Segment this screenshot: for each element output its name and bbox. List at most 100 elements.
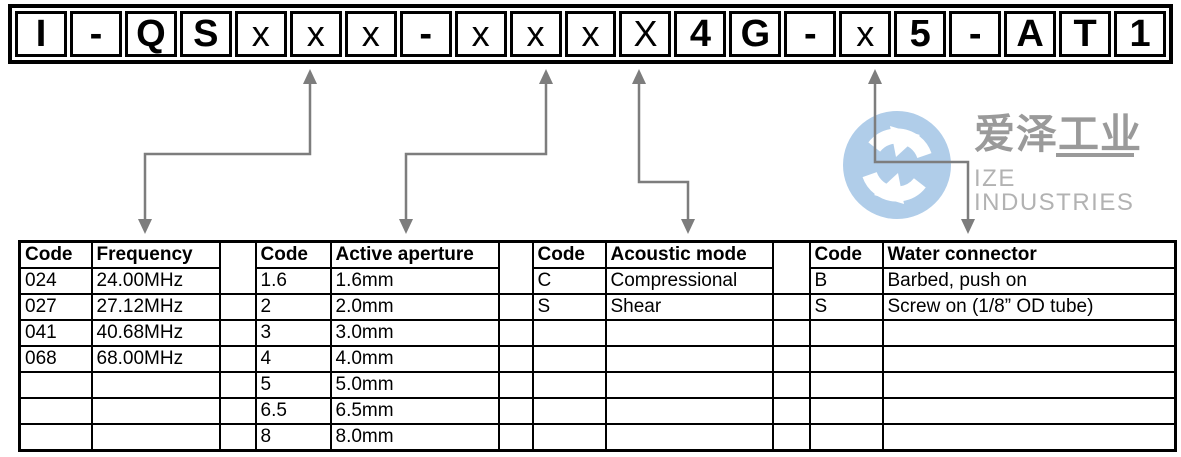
spacer-cell xyxy=(218,293,257,321)
cell: 5 xyxy=(254,371,332,399)
cell xyxy=(808,423,884,452)
spacer-cell xyxy=(218,371,257,399)
spacer-cell xyxy=(771,397,811,425)
part-code-char-cell: T xyxy=(1059,11,1112,57)
part-code-char-cell: 5 xyxy=(894,11,947,57)
cell: 8 xyxy=(254,423,332,452)
part-code-char-cell: - xyxy=(949,11,1002,57)
arrowhead-down-icon xyxy=(138,219,152,234)
cell: 6.5 xyxy=(254,397,332,425)
cell: Compressional xyxy=(604,267,774,295)
cell xyxy=(18,423,93,452)
cell: 8.0mm xyxy=(329,423,500,452)
brand-name-en: IZE INDUSTRIES xyxy=(974,165,1135,216)
column-header-acoustic-mode: Acoustic mode xyxy=(604,240,774,269)
spacer-cell xyxy=(771,423,811,452)
cell xyxy=(604,319,774,347)
part-code-char-cell: - xyxy=(784,11,837,57)
spacer-cell xyxy=(771,319,811,347)
arrowhead-up-icon xyxy=(539,69,553,84)
cell: 041 xyxy=(18,319,93,347)
part-code-char-cell: - xyxy=(69,11,122,57)
table-row: 024 24.00MHz 1.6 1.6mm C Compressional B… xyxy=(18,267,1177,295)
arrowhead-up-icon xyxy=(868,69,882,84)
column-header-frequency: Frequency xyxy=(90,240,221,269)
cell: 4.0mm xyxy=(329,345,500,373)
part-code-char-cell: x xyxy=(839,11,892,57)
spacer-cell xyxy=(497,371,534,399)
cell: B xyxy=(808,267,884,295)
part-code-char-cell: 1 xyxy=(1114,11,1167,57)
spacer-cell xyxy=(497,423,534,452)
cell xyxy=(808,319,884,347)
table-row: 5 5.0mm xyxy=(18,371,1177,399)
brand-underline xyxy=(1056,153,1134,157)
spacer-cell xyxy=(218,345,257,373)
part-code-char-cell: S xyxy=(179,11,232,57)
cell xyxy=(808,397,884,425)
connector-arrow-active-aperture xyxy=(404,82,548,222)
arrowhead-down-icon xyxy=(399,219,413,234)
cell: 2.0mm xyxy=(329,293,500,321)
spacer-cell xyxy=(218,240,257,268)
cell: 068 xyxy=(18,345,93,373)
spacer-cell xyxy=(771,267,811,295)
cell xyxy=(18,397,93,425)
part-code-char-cell: I xyxy=(15,11,67,57)
table-row: 8 8.0mm xyxy=(18,423,1177,452)
connector-arrow-acoustic-mode xyxy=(637,82,690,222)
spacer-cell xyxy=(771,345,811,373)
spacer-cell xyxy=(771,240,811,268)
part-code-char-cell: Q xyxy=(124,11,177,57)
spacer-cell xyxy=(497,267,534,295)
part-code-char-cell: x xyxy=(344,11,397,57)
cell: Screw on (1/8” OD tube) xyxy=(881,293,1177,321)
cell xyxy=(90,397,221,425)
part-number-reference-table: Code Frequency Code Active aperture Code… xyxy=(18,240,1177,452)
spacer-cell xyxy=(218,267,257,295)
cell: 4 xyxy=(254,345,332,373)
spacer-cell xyxy=(497,293,534,321)
arrowhead-down-icon xyxy=(961,219,975,234)
cell xyxy=(531,345,607,373)
cell: 1.6 xyxy=(254,267,332,295)
table-row: 041 40.68MHz 3 3.0mm xyxy=(18,319,1177,347)
cell: 24.00MHz xyxy=(90,267,221,295)
cell: S xyxy=(808,293,884,321)
cell: 1.6mm xyxy=(329,267,500,295)
part-code-char-cell: x xyxy=(234,11,287,57)
cell xyxy=(881,345,1177,373)
connector-arrow-frequency xyxy=(143,82,312,222)
cell xyxy=(604,397,774,425)
column-header-active-aperture: Active aperture xyxy=(329,240,500,269)
column-header-water-code: Code xyxy=(808,240,884,269)
brand-logo-mark-icon xyxy=(843,111,951,219)
table-header-row: Code Frequency Code Active aperture Code… xyxy=(18,240,1177,269)
column-header-frequency-code: Code xyxy=(18,240,93,269)
part-code-char-cell: A xyxy=(1004,11,1057,57)
arrowhead-up-icon xyxy=(632,69,646,84)
cell: 68.00MHz xyxy=(90,345,221,373)
spacer-cell xyxy=(497,345,534,373)
cell: 40.68MHz xyxy=(90,319,221,347)
cell: 3.0mm xyxy=(329,319,500,347)
cell: S xyxy=(531,293,607,321)
part-code-char-cell: G xyxy=(729,11,782,57)
spacer-cell xyxy=(771,371,811,399)
spacer-cell xyxy=(497,319,534,347)
cell xyxy=(881,371,1177,399)
part-number-strip: I - Q S x x x - x x x X 4 G - x 5 - A T … xyxy=(8,4,1173,64)
part-code-char-cell: x xyxy=(454,11,507,57)
cell: C xyxy=(531,267,607,295)
part-code-char-cell: X xyxy=(619,11,672,57)
spacer-cell xyxy=(497,397,534,425)
cell: 027 xyxy=(18,293,93,321)
cell xyxy=(808,345,884,373)
part-code-char-cell: 4 xyxy=(674,11,727,57)
cell xyxy=(881,423,1177,452)
part-code-char-cell: - xyxy=(399,11,452,57)
column-header-water-connector: Water connector xyxy=(881,240,1177,269)
spacer-cell xyxy=(218,397,257,425)
column-header-aperture-code: Code xyxy=(254,240,332,269)
